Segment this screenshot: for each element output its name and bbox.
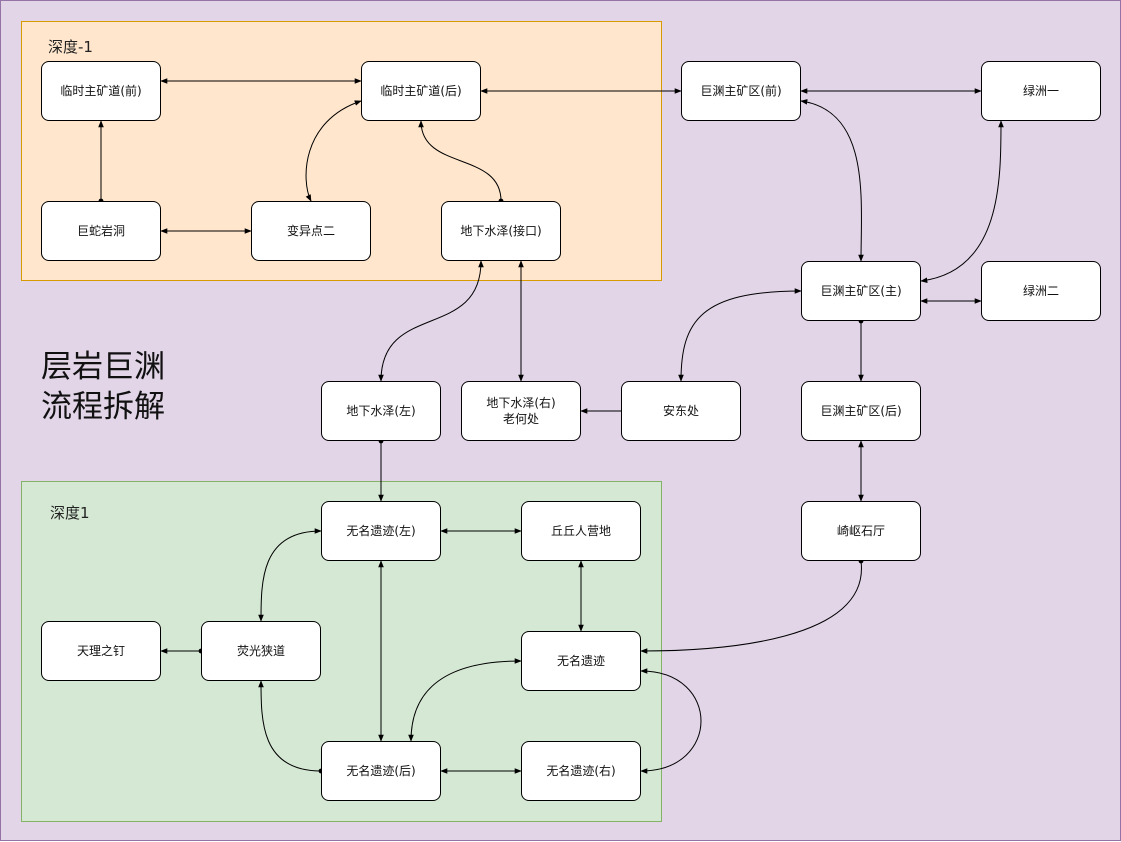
node-nameless-ruins-back[interactable]: 无名遗迹(后) <box>321 741 441 801</box>
node-rugged-stone-hall[interactable]: 崎岖石厅 <box>801 501 921 561</box>
node-nail-of-heaven[interactable]: 天理之钉 <box>41 621 161 681</box>
node-andong[interactable]: 安东处 <box>621 381 741 441</box>
node-abyss-mine-front[interactable]: 巨渊主矿区(前) <box>681 61 801 121</box>
node-underground-marsh-right[interactable]: 地下水泽(右) 老何处 <box>461 381 581 441</box>
edge-junction-left <box>378 260 484 382</box>
diagram-title: 层岩巨渊 流程拆解 <box>41 349 165 425</box>
edge-back-to-passage <box>258 680 324 774</box>
edge-mine-front-main <box>800 99 864 262</box>
node-abyss-mine-back[interactable]: 巨渊主矿区(后) <box>801 381 921 441</box>
node-underground-marsh-left[interactable]: 地下水泽(左) <box>321 381 441 441</box>
edge-ruins-back <box>408 658 522 742</box>
node-hilichurl-camp[interactable]: 丘丘人营地 <box>521 501 641 561</box>
node-nameless-ruins-left[interactable]: 无名遗迹(左) <box>321 501 441 561</box>
edge-ruins-left-passage <box>258 528 322 622</box>
edge-tunnel-back-mutation <box>305 100 362 202</box>
node-temp-tunnel-back[interactable]: 临时主矿道(后) <box>361 61 481 121</box>
node-serpent-cave[interactable]: 巨蛇岩洞 <box>41 201 161 261</box>
node-nameless-ruins-right[interactable]: 无名遗迹(右) <box>521 741 641 801</box>
edge-main-oasis1 <box>920 120 1004 283</box>
edge-junction-to-tunnel-back <box>418 120 504 204</box>
region-label-depth-minus-1: 深度-1 <box>48 38 93 56</box>
region-label-depth-1: 深度1 <box>50 504 90 522</box>
node-temp-tunnel-front[interactable]: 临时主矿道(前) <box>41 61 161 121</box>
node-oasis-1[interactable]: 绿洲一 <box>981 61 1101 121</box>
edge-ruins-right <box>640 668 702 774</box>
edge-stonehall-to-ruins <box>640 558 864 654</box>
edge-main-andong <box>678 288 802 382</box>
node-underground-marsh-junction[interactable]: 地下水泽(接口) <box>441 201 561 261</box>
node-abyss-mine-main[interactable]: 巨渊主矿区(主) <box>801 261 921 321</box>
node-oasis-2[interactable]: 绿洲二 <box>981 261 1101 321</box>
node-nameless-ruins[interactable]: 无名遗迹 <box>521 631 641 691</box>
node-mutation-point-2[interactable]: 变异点二 <box>251 201 371 261</box>
node-glowing-passage[interactable]: 荧光狭道 <box>201 621 321 681</box>
